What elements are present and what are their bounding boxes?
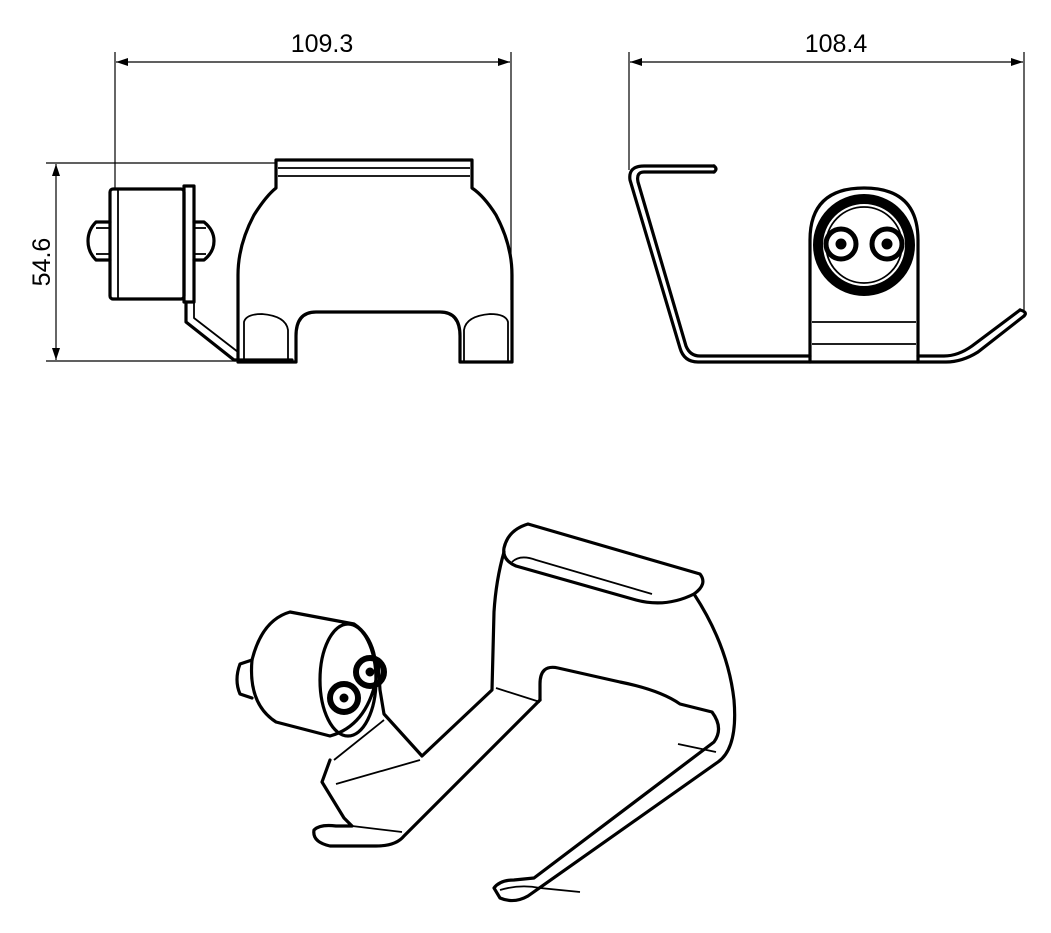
isometric-view: [235, 522, 737, 903]
side-view: [628, 164, 1027, 364]
screw-icon: [823, 226, 859, 262]
dimension-height: 54.6: [28, 162, 276, 362]
screw-icon: [327, 681, 361, 715]
dimension-front-width: 109.3: [114, 30, 512, 300]
side-width-label: 108.4: [805, 30, 868, 58]
dimension-side-width: 108.4: [628, 30, 1025, 310]
screw-icon: [869, 226, 905, 262]
front-view: [86, 158, 514, 364]
screw-icon: [353, 655, 387, 689]
height-label: 54.6: [28, 238, 56, 287]
front-width-label: 109.3: [291, 30, 354, 58]
